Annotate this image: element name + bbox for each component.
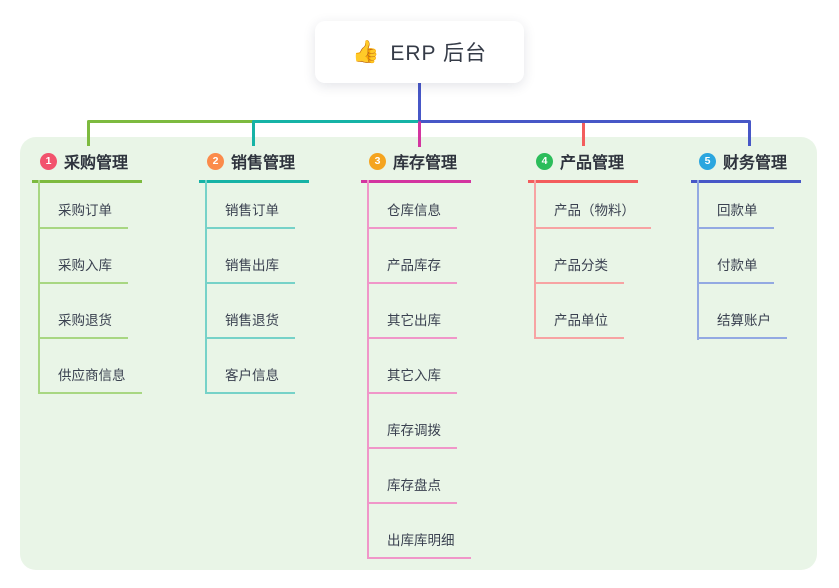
branch-badge: 5 [699,152,716,170]
root-node[interactable]: 👍 ERP 后台 [315,21,524,83]
mindmap-node[interactable]: 库存调拨 [367,421,457,449]
mindmap-node[interactable]: 产品分类 [534,256,624,284]
branch-column-product: 4 产品管理 产品（物料） 产品分类 产品单位 [528,0,668,588]
mindmap-node[interactable]: 产品（物料） [534,201,651,229]
branch-header-sales[interactable]: 2 销售管理 [199,147,310,183]
branch-header-purchase[interactable]: 1 采购管理 [32,147,143,183]
branch-header-finance[interactable]: 5 财务管理 [691,147,802,183]
branch-column-sales: 2 销售管理 销售订单 销售出库 销售退货 客户信息 [199,0,339,588]
branch-spine [534,180,536,339]
branch-spine [38,180,40,394]
thumbs-up-icon: 👍 [351,39,381,64]
mindmap-node[interactable]: 产品库存 [367,256,457,284]
branch-label: 采购管理 [64,155,129,172]
mindmap-node[interactable]: 付款单 [697,256,774,284]
connector-branch-2 [252,120,419,146]
mindmap-node[interactable]: 产品单位 [534,311,624,339]
connector-branch-5 [419,120,751,146]
branch-spine [367,180,369,559]
branch-column-finance: 5 财务管理 回款单 付款单 结算账户 [691,0,831,588]
mindmap-node[interactable]: 销售订单 [205,201,295,229]
mindmap-node[interactable]: 回款单 [697,201,774,229]
mindmap-node[interactable]: 供应商信息 [38,366,142,394]
branch-badge: 3 [369,152,386,170]
mindmap-node[interactable]: 销售出库 [205,256,295,284]
branch-label: 财务管理 [723,155,788,172]
root-label: ERP 后台 [390,42,488,65]
mindmap-node[interactable]: 库存盘点 [367,476,457,504]
mindmap-node[interactable]: 采购入库 [38,256,128,284]
mindmap-node[interactable]: 其它出库 [367,311,457,339]
branch-header-inventory[interactable]: 3 库存管理 [361,147,472,183]
mindmap-node[interactable]: 仓库信息 [367,201,457,229]
mindmap-node[interactable]: 结算账户 [697,311,787,339]
mindmap-node[interactable]: 采购退货 [38,311,128,339]
branch-label: 产品管理 [560,155,625,172]
branch-badge: 1 [40,152,57,170]
branch-header-product[interactable]: 4 产品管理 [528,147,639,183]
mindmap-node[interactable]: 采购订单 [38,201,128,229]
branch-badge: 2 [207,152,224,170]
branch-label: 库存管理 [393,155,458,172]
mindmap-node[interactable]: 销售退货 [205,311,295,339]
mindmap-node[interactable]: 出库库明细 [367,531,471,559]
mindmap-node[interactable]: 其它入库 [367,366,457,394]
branch-spine [697,180,699,340]
branch-badge: 4 [536,152,553,170]
branch-column-inventory: 3 库存管理 仓库信息 产品库存 其它出库 其它入库 库存调拨 库存盘点 出库库… [361,0,501,588]
branch-spine [205,180,207,394]
connector-branch-4 [419,120,585,146]
branch-column-purchase: 1 采购管理 采购订单 采购入库 采购退货 供应商信息 [32,0,172,588]
mindmap-node[interactable]: 客户信息 [205,366,295,394]
branches-panel [20,137,817,570]
branch-label: 销售管理 [231,155,296,172]
